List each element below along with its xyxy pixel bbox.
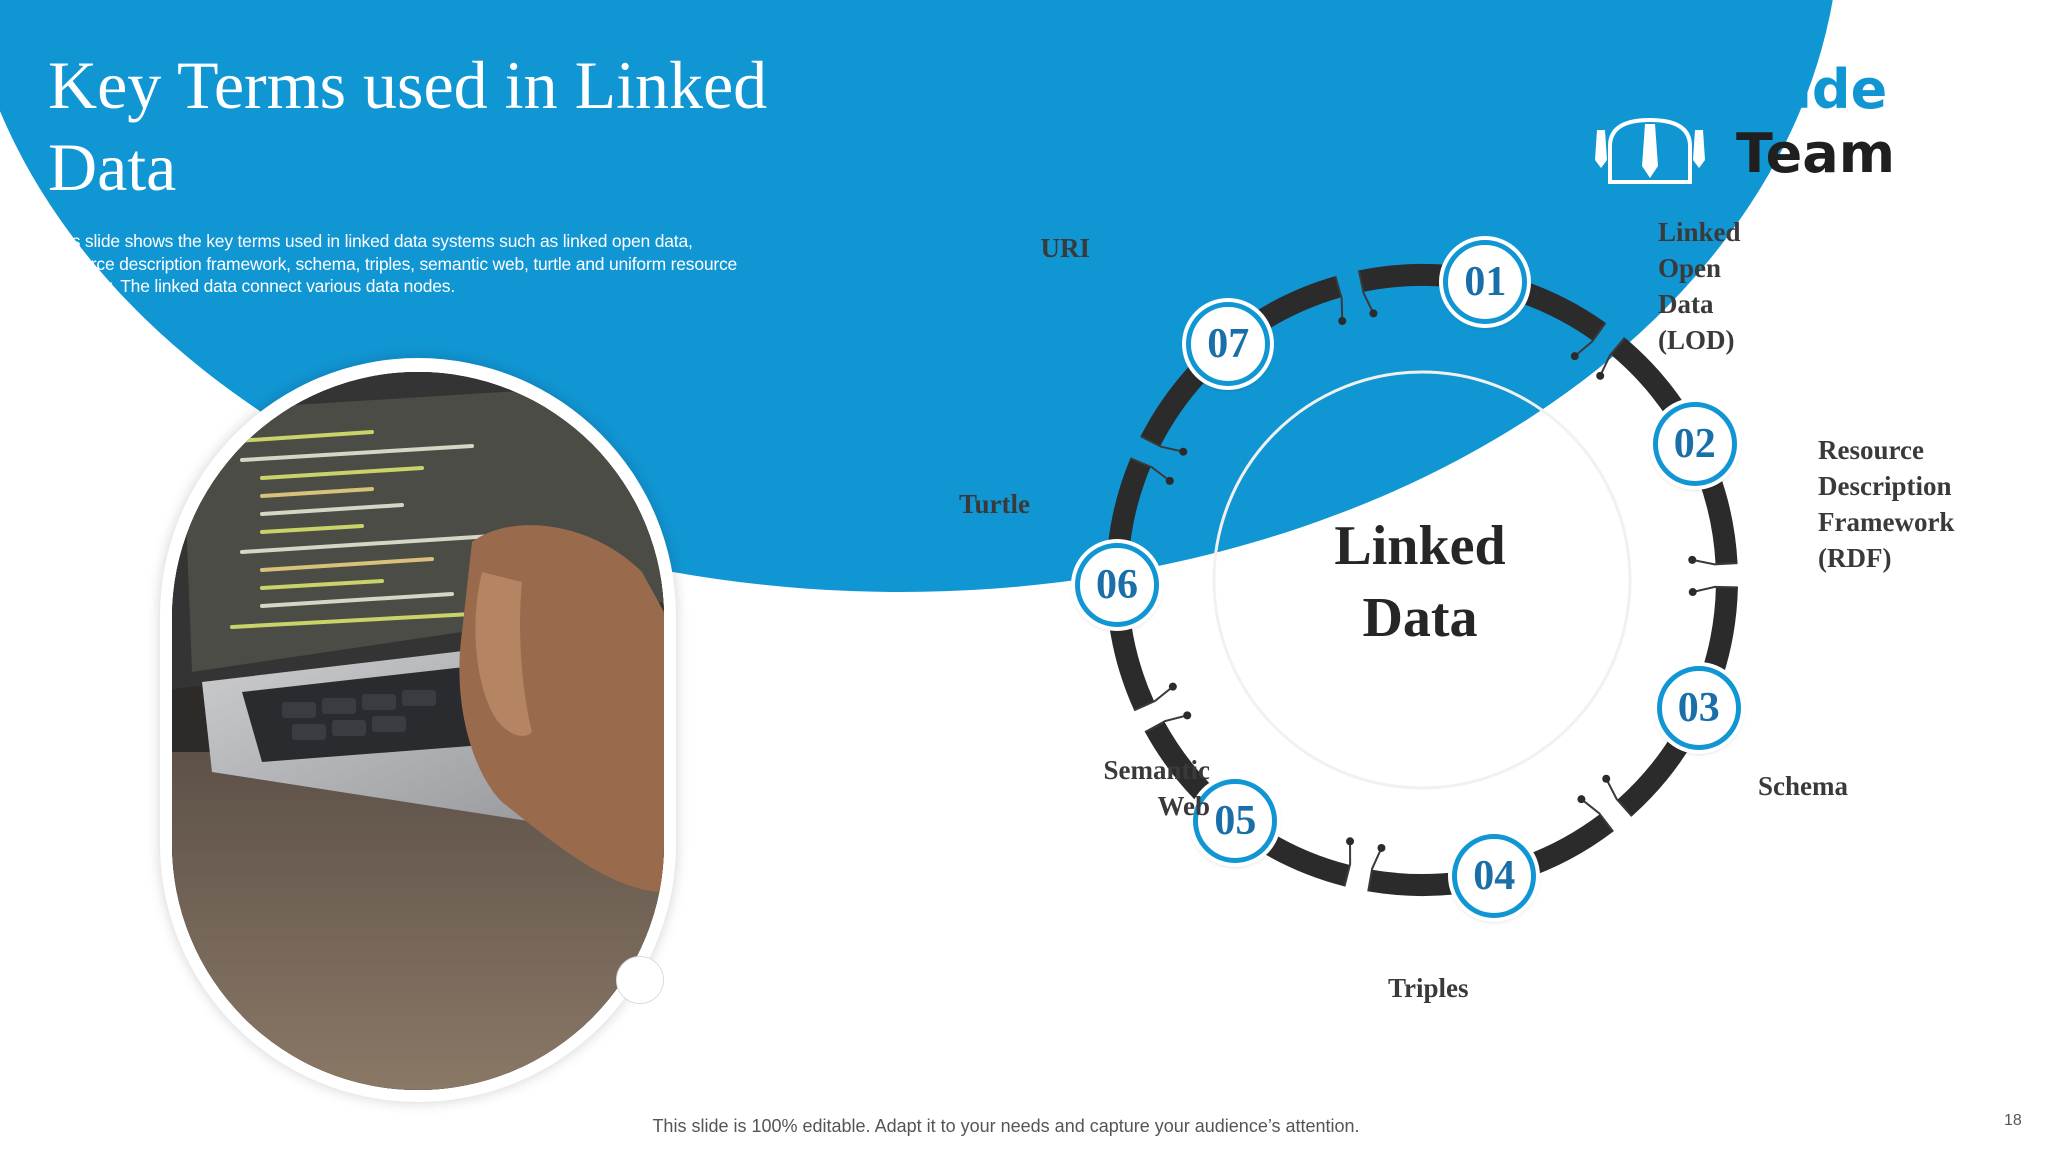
node-term-label: Linked Open Data (LOD) — [1658, 214, 1770, 358]
laptop-code-photo — [172, 372, 664, 1090]
photo-frame-knob — [616, 956, 664, 1004]
team-people-icon — [1570, 56, 1730, 186]
logo-word-team: Team — [1736, 120, 1895, 188]
ring-connector-dot — [1596, 372, 1604, 380]
ring-connector-dot — [1377, 844, 1385, 852]
ring-connector-dot — [1369, 309, 1377, 317]
node-term-label: Resource Description Framework (RDF) — [1818, 432, 1954, 576]
ring-connector-dot — [1571, 352, 1579, 360]
node-term-label: URI — [950, 230, 1090, 266]
node-term-label: Triples — [1388, 970, 1469, 1006]
node-number-01: 01 — [1443, 240, 1527, 324]
ring-connector-dot — [1602, 775, 1610, 783]
ring-connector-dot — [1346, 837, 1354, 845]
slide-subtitle: This slide shows the key terms used in l… — [48, 230, 748, 298]
node-number-02: 02 — [1653, 402, 1737, 486]
slideteam-logo: Slide Team — [1570, 56, 1910, 186]
logo-word-slide: Slide — [1736, 56, 1887, 124]
node-number-03: 03 — [1657, 666, 1741, 750]
slide-title: Key Terms used in Linked Data — [48, 44, 768, 208]
node-term-label: Semantic Web — [1070, 752, 1210, 824]
node-number-04: 04 — [1452, 834, 1536, 918]
page-number: 18 — [2004, 1112, 2022, 1130]
footer-note: This slide is 100% editable. Adapt it to… — [0, 1116, 2012, 1137]
ring-connector-line — [1344, 841, 1350, 886]
ring-connector-dot — [1183, 711, 1191, 719]
ring-connector-dot — [1179, 448, 1187, 456]
ring-connector-dot — [1338, 317, 1346, 325]
node-number-06: 06 — [1075, 543, 1159, 627]
ring-connector-dot — [1169, 683, 1177, 691]
ring-connector-dot — [1577, 795, 1585, 803]
node-term-label: Schema — [1758, 768, 1848, 804]
ring-connector-dot — [1166, 477, 1174, 485]
node-term-label: Turtle — [890, 486, 1030, 522]
